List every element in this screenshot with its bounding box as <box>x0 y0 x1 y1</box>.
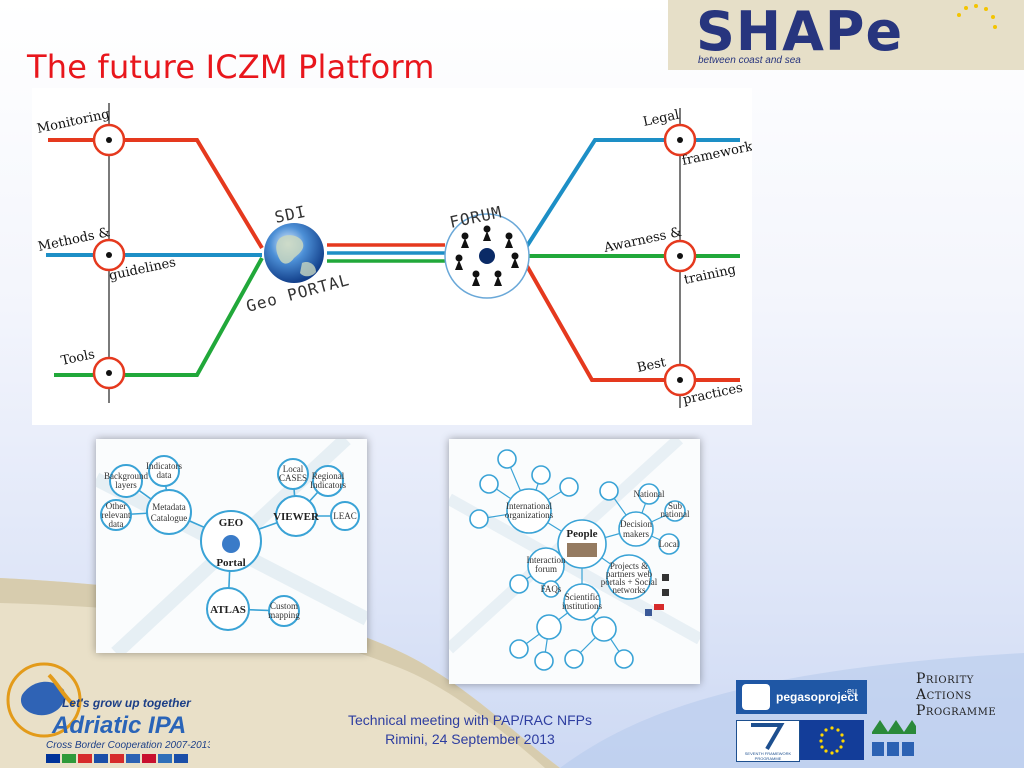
node-projects-1: Projects & <box>610 561 648 571</box>
node-international-2: organizations <box>505 510 554 520</box>
node-local-2: CASES <box>279 473 307 483</box>
adriatic-sub: Cross Border Cooperation 2007-2013 <box>46 740 210 751</box>
node-interaction-2: forum <box>535 564 557 574</box>
label-legal: Legal <box>642 108 681 130</box>
node-faqs: FAQs <box>541 584 562 594</box>
node-viewer: VIEWER <box>273 511 320 523</box>
stars-icon <box>957 4 997 29</box>
footer-line-2: Rimini, 24 September 2013 <box>385 731 555 747</box>
awareness-node <box>663 239 697 273</box>
node-portal: Portal <box>216 557 245 569</box>
pap-line-3: Programme <box>916 703 997 719</box>
node-interaction-1: Interaction <box>527 555 566 565</box>
best-practices-node <box>663 363 697 397</box>
adriatic-ipa-logo: Let's grow up together Adriatic IPA Cros… <box>4 655 213 765</box>
tools-node <box>92 356 126 390</box>
globe-small-icon <box>222 535 240 553</box>
node-custom-1: Custom <box>270 601 298 611</box>
node-background-1: Background <box>104 471 148 481</box>
node-local-1: Local <box>283 464 304 474</box>
pap-logo: Priority Actions Programme <box>916 671 1024 719</box>
pegaso-suffix: ·eu <box>844 686 858 696</box>
node-regional-1: Regional <box>312 471 345 481</box>
monitoring-node <box>92 123 126 157</box>
node-sub-national-1: Sub <box>668 501 683 511</box>
node-sub-national-2: national <box>661 509 690 519</box>
node-other-2: relevant <box>102 510 131 520</box>
node-people: People <box>566 528 597 540</box>
iczm-platform-diagram: Monitoring Methods & guidelines Tools SD… <box>32 88 752 425</box>
node-projects-4: networks <box>613 585 646 595</box>
label-tools: Tools <box>60 347 97 369</box>
adriatic-name: Adriatic IPA <box>51 712 186 739</box>
shape-logo: SHAPe between coast and sea <box>668 0 1024 70</box>
node-indicators-1: Indicators <box>146 461 182 471</box>
node-decision-1: Decision <box>620 519 652 529</box>
legal-node <box>663 123 697 157</box>
node-decision-2: makers <box>623 529 649 539</box>
node-other-1: Other <box>106 501 127 511</box>
pegaso-wordmark: pegasoproject <box>776 690 859 704</box>
node-other-3: data <box>109 519 124 529</box>
pegaso-logo: pegasoproject ·eu <box>736 680 867 714</box>
node-projects-2: partners web <box>606 569 653 579</box>
people-photo-icon <box>567 543 597 557</box>
footer-line-1: Technical meeting with PAP/RAC NFPs <box>347 712 593 728</box>
node-local: Local <box>659 539 680 549</box>
node-national: National <box>634 489 665 499</box>
pegaso-horse-icon <box>742 684 770 710</box>
country-flags-icon <box>46 754 188 763</box>
eu-flag-icon <box>800 720 864 760</box>
fp7-seven-icon <box>751 723 785 751</box>
label-sdi: SDI <box>273 202 308 227</box>
fp7-logo: SEVENTH FRAMEWORK PROGRAMME <box>736 720 800 762</box>
footer-meeting-info: Technical meeting with PAP/RAC NFPs Rimi… <box>300 711 640 749</box>
shape-wordmark: SHAPe <box>696 0 904 63</box>
node-leac: LEAC <box>333 511 357 521</box>
geo-portal-mindmap: GEO Portal Metadata Catalogue VIEWER ATL… <box>96 439 367 653</box>
node-international-1: International <box>506 501 552 511</box>
node-regional-2: Indicators <box>310 480 346 490</box>
methods-node <box>92 238 126 272</box>
globe-icon <box>264 223 324 283</box>
node-projects-3: portals + Social <box>601 577 658 587</box>
node-atlas: ATLAS <box>210 604 246 616</box>
node-indicators-2: data <box>157 470 172 480</box>
forum-people-icon <box>444 213 530 299</box>
wave-logo-icon <box>872 720 916 756</box>
people-mindmap: People Decision makers Interaction forum… <box>449 439 700 684</box>
shape-tagline: between coast and sea <box>698 55 801 66</box>
pap-line-2: Actions <box>916 687 972 703</box>
node-metadata-1: Metadata <box>152 502 185 512</box>
node-scientific-1: Scientific <box>565 592 600 602</box>
node-custom-2: mapping <box>268 610 300 620</box>
node-geo: GEO <box>219 517 244 529</box>
node-scientific-2: institutions <box>562 601 603 611</box>
slide-title: The future ICZM Platform <box>27 48 435 86</box>
adriatic-slogan: Let's grow up together <box>62 696 192 710</box>
pap-line-1: Priority <box>916 671 974 687</box>
node-background-2: layers <box>115 480 137 490</box>
label-best: Best <box>636 355 668 376</box>
social-icons <box>645 574 669 616</box>
node-metadata-2: Catalogue <box>151 513 188 523</box>
fp7-label: SEVENTH FRAMEWORK PROGRAMME <box>744 751 792 761</box>
